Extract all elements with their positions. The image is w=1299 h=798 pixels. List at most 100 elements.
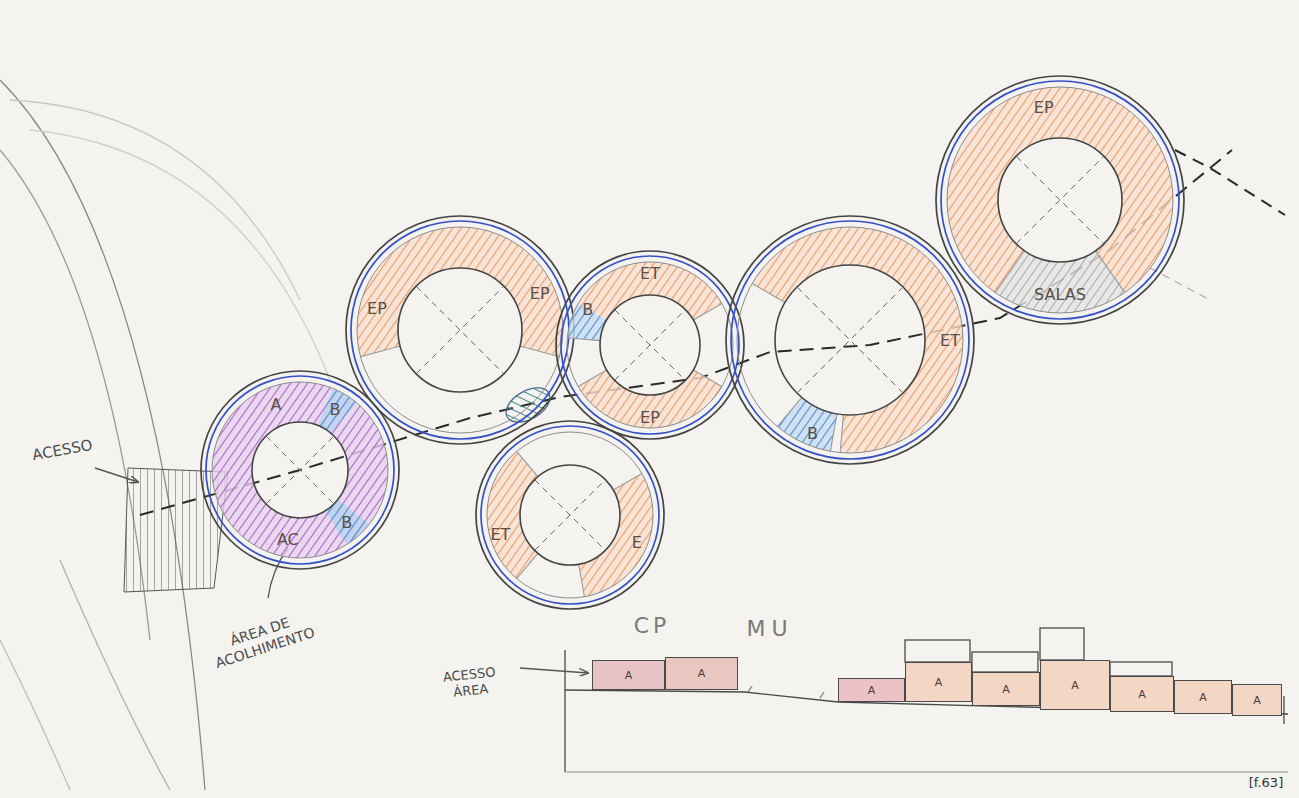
- ring-outline: [723, 213, 977, 467]
- section-volume: A: [665, 657, 738, 690]
- access-label: ACESSO ÁREA: [429, 663, 512, 702]
- section-volume: A: [838, 678, 905, 702]
- space-code: B: [330, 400, 341, 419]
- center-cross: [1017, 157, 1104, 244]
- zone-hatch: [487, 451, 538, 578]
- volume-code: A: [1002, 683, 1010, 696]
- center-cross: [266, 436, 333, 503]
- blue-circle: [206, 376, 394, 564]
- section-volume: A: [1110, 676, 1174, 712]
- blue-circle: [731, 221, 969, 459]
- zone-divider: [517, 451, 538, 476]
- zone-divider: [1096, 251, 1125, 293]
- section-volume: A: [592, 660, 665, 690]
- space-code: EP: [530, 283, 550, 302]
- section-volume: A: [972, 672, 1040, 706]
- zone-hatch: [947, 87, 1173, 293]
- center-cross: [615, 310, 685, 380]
- volume-code: A: [625, 669, 633, 682]
- zone-divider: [517, 553, 538, 578]
- space-code: B: [582, 300, 593, 319]
- access-hatch: [124, 468, 228, 592]
- zone-hatch: [212, 470, 388, 558]
- ground-line: [1283, 696, 1284, 724]
- inner-circle: [998, 138, 1122, 262]
- space-code: E: [632, 532, 642, 551]
- section-volume: A: [1174, 680, 1232, 714]
- tunnel-arcs: [0, 80, 330, 790]
- zone-divider: [579, 564, 585, 596]
- zone-divider: [840, 415, 843, 453]
- space-code: ET: [640, 264, 660, 283]
- tunnel-arc: [60, 560, 170, 790]
- zone-divider: [578, 370, 607, 387]
- zone-divider: [520, 346, 560, 357]
- zone-divider: [567, 338, 600, 341]
- inner-circle: [520, 465, 620, 565]
- zone-hatch: [777, 397, 837, 451]
- access-arrow: [520, 668, 588, 673]
- blue-circle: [941, 81, 1179, 319]
- band-circle: [567, 262, 733, 428]
- space-code: SALAS: [1034, 285, 1086, 304]
- center-cross: [535, 480, 605, 550]
- zone-tint: [318, 388, 357, 433]
- tick: [820, 692, 824, 698]
- volume-code: A: [1253, 694, 1261, 707]
- blue-circle: [351, 221, 569, 439]
- axis-line: [140, 150, 1232, 515]
- zone-tint: [777, 397, 837, 451]
- section-frame: [565, 771, 1288, 772]
- band-circle: [357, 227, 563, 433]
- space-code: ET: [491, 524, 511, 543]
- ring-outline: [343, 213, 577, 447]
- space-ring: ABACB: [198, 368, 402, 572]
- access-arrow: [95, 468, 138, 482]
- zone-tint: [357, 227, 563, 357]
- zone-tint: [487, 451, 538, 578]
- outer-circle: [726, 216, 974, 464]
- zone-divider: [613, 474, 642, 491]
- space-code: EP: [367, 298, 387, 317]
- zone-hatch: [318, 388, 357, 433]
- zone-divider: [830, 414, 837, 451]
- volume-code: A: [1138, 688, 1146, 701]
- inner-circle: [252, 422, 348, 518]
- ring-outline: [473, 418, 667, 612]
- volume-outline: [905, 640, 970, 662]
- tick: [748, 686, 752, 692]
- outer-circle: [936, 76, 1184, 324]
- space-code: A: [271, 395, 282, 414]
- tunnel-arc: [0, 640, 70, 790]
- space-ring: EP SALAS: [933, 73, 1187, 327]
- zone-hatch: [212, 382, 388, 470]
- zone-tint: [212, 382, 388, 470]
- tunnel-arc: [0, 80, 205, 790]
- section-volume: A: [905, 662, 972, 702]
- center-cross: [535, 480, 605, 550]
- outer-circle: [201, 371, 399, 569]
- zone-divider: [777, 397, 801, 426]
- volume-outline: [972, 652, 1038, 672]
- space-code: B: [341, 513, 352, 532]
- center-cross: [266, 436, 333, 503]
- zone-tint: [212, 470, 388, 558]
- volume-code: A: [1071, 679, 1079, 692]
- tunnel-arc: [30, 130, 330, 380]
- space-code: EP: [640, 408, 660, 427]
- zone-divider: [995, 251, 1024, 293]
- space-code: EP: [1034, 98, 1054, 117]
- section-volume: A: [1232, 684, 1282, 716]
- volume-outline: [1040, 628, 1084, 660]
- section-title: CP: [634, 613, 671, 638]
- section-volume: A: [1040, 660, 1110, 710]
- volume-code: A: [868, 684, 876, 697]
- zone-hatch: [357, 227, 563, 357]
- center-cross: [417, 287, 504, 374]
- zone-divider: [693, 370, 722, 387]
- inner-circle: [775, 265, 925, 415]
- section-frame: [564, 650, 565, 772]
- space-ring: B ET EP: [553, 248, 747, 442]
- zone-divider: [361, 346, 401, 357]
